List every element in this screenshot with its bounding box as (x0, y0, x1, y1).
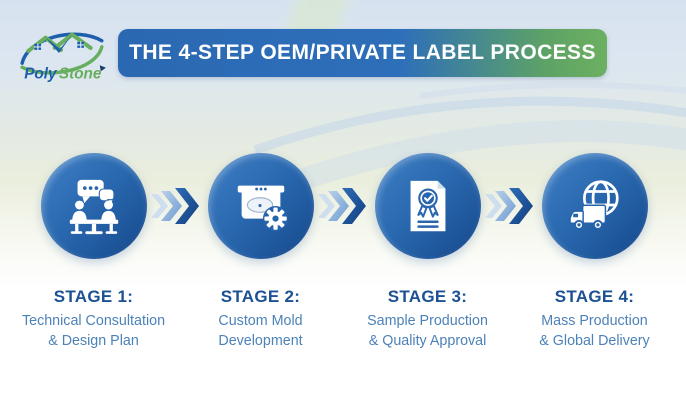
stage-column-1: STAGE 1: Technical Consultation & Design… (10, 153, 177, 352)
stage-column-4: STAGE 4: Mass Production & Global Delive… (511, 153, 678, 352)
stage-2-desc-line2: Development (218, 333, 303, 350)
stage-3-desc-line1: Sample Production (367, 313, 488, 329)
stage-4-label: STAGE 4: (554, 287, 635, 306)
house-logo-icon: Poly Stone (20, 32, 106, 83)
swoosh-arc-thin (419, 81, 686, 99)
stage-4-desc-line1: Mass Production (541, 313, 648, 329)
stage-3-description: Sample Production & Quality Approval (367, 311, 488, 352)
process-arrow-icon-3 (485, 188, 537, 224)
logo-cursor-mark-icon (99, 65, 106, 72)
globe-truck-icon (568, 180, 619, 230)
stage-2-description: Custom Mold Development (218, 311, 302, 352)
stage-4-description: Mass Production & Global Delivery (539, 311, 649, 352)
stage-3-desc-line2: & Quality Approval (368, 333, 487, 350)
stage-4-desc-line2: & Global Delivery (539, 333, 650, 350)
stage-4-circle (541, 153, 648, 259)
stage-1-circle (40, 153, 147, 259)
stage-2-circle (207, 153, 314, 259)
logo-word-stone: Stone (59, 66, 102, 83)
stages-row: STAGE 1: Technical Consultation & Design… (10, 153, 678, 352)
certificate-icon (410, 180, 445, 232)
stage-2-desc-line1: Custom Mold (218, 313, 303, 329)
stage-1-desc-line2: & Design Plan (48, 333, 139, 350)
stage-1-desc-line1: Technical Consultation (21, 313, 166, 329)
stage-column-3: STAGE 3: Sample Production & Quality App… (344, 153, 511, 352)
consultation-icon (69, 179, 118, 235)
sink-mold-gear-icon (237, 185, 288, 232)
process-arrow-icon-1 (151, 188, 203, 224)
stage-1-description: Technical Consultation & Design Plan (22, 311, 165, 352)
logo-window-right (76, 41, 85, 49)
stage-column-2: STAGE 2: Custom Mold Development (177, 153, 344, 352)
page-title: THE 4-STEP OEM/PRIVATE LABEL PROCESS (129, 41, 596, 64)
logo-word-poly: Poly (24, 66, 58, 83)
logo-window-left (33, 43, 42, 51)
swoosh-arc-mid (253, 96, 686, 155)
stage-2-label: STAGE 2: (220, 287, 301, 306)
title-banner: THE 4-STEP OEM/PRIVATE LABEL PROCESS (118, 29, 607, 77)
logo: Poly Stone (14, 22, 112, 86)
stage-1-label: STAGE 1: (53, 287, 134, 306)
stage-3-label: STAGE 3: (387, 287, 468, 306)
process-arrow-icon-2 (318, 188, 370, 224)
stage-3-circle (374, 153, 481, 259)
